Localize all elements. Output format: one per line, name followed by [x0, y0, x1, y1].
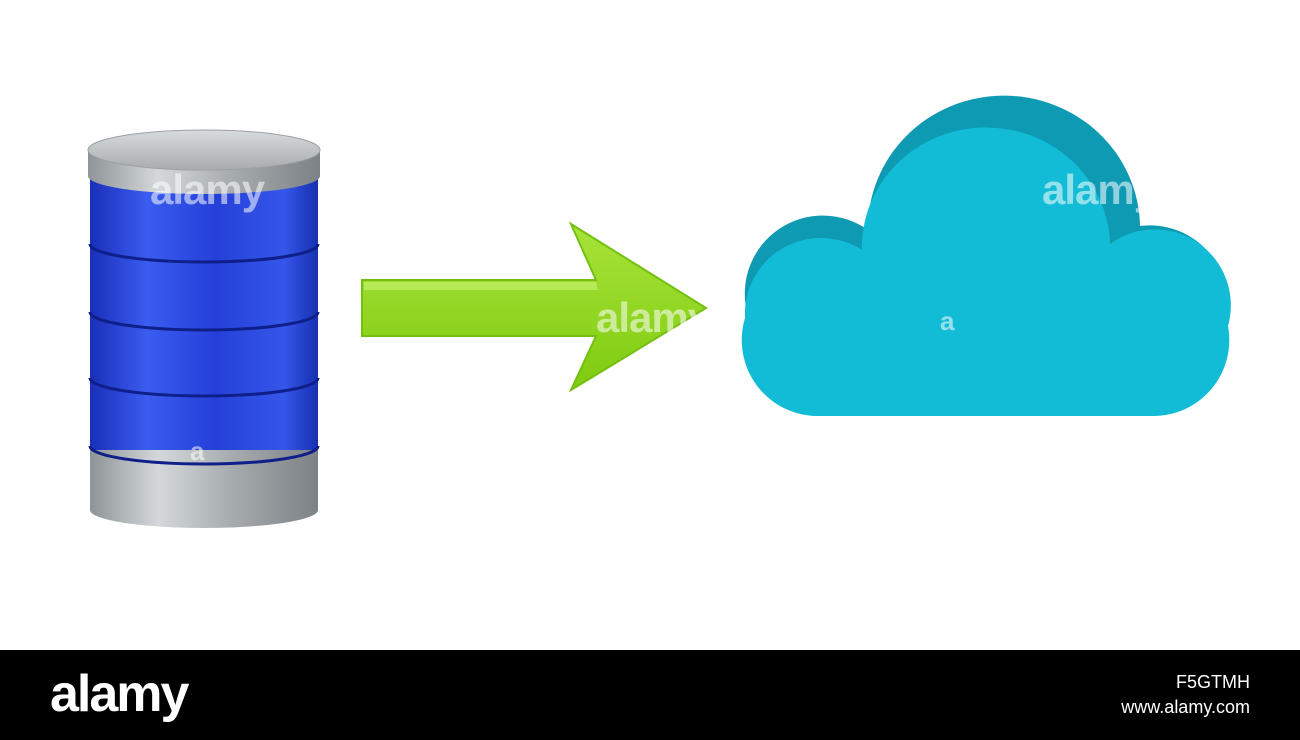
database-platter-line: [88, 311, 320, 332]
database-body: [90, 178, 318, 450]
footer-bar: alamy F5GTMH www.alamy.com: [0, 650, 1300, 740]
database-base: [90, 440, 318, 528]
site-url-link[interactable]: www.alamy.com: [1121, 697, 1250, 717]
database-cylinder-icon: [87, 129, 321, 528]
arrow-highlight: [364, 282, 598, 290]
database-cap-top: [87, 129, 321, 171]
arrow-shape: [361, 221, 708, 393]
database-platter-line: [88, 445, 320, 466]
arrow-right-icon: [361, 221, 708, 393]
image-id-label: F5GTMH: [1176, 672, 1250, 692]
diagram-canvas: [87, 95, 1231, 528]
brand-logo: alamy: [50, 665, 189, 723]
database-platter-line: [88, 243, 320, 264]
cloud-icon: [741, 95, 1231, 417]
cloud-body: [741, 127, 1231, 417]
database-platter-line: [88, 377, 320, 398]
